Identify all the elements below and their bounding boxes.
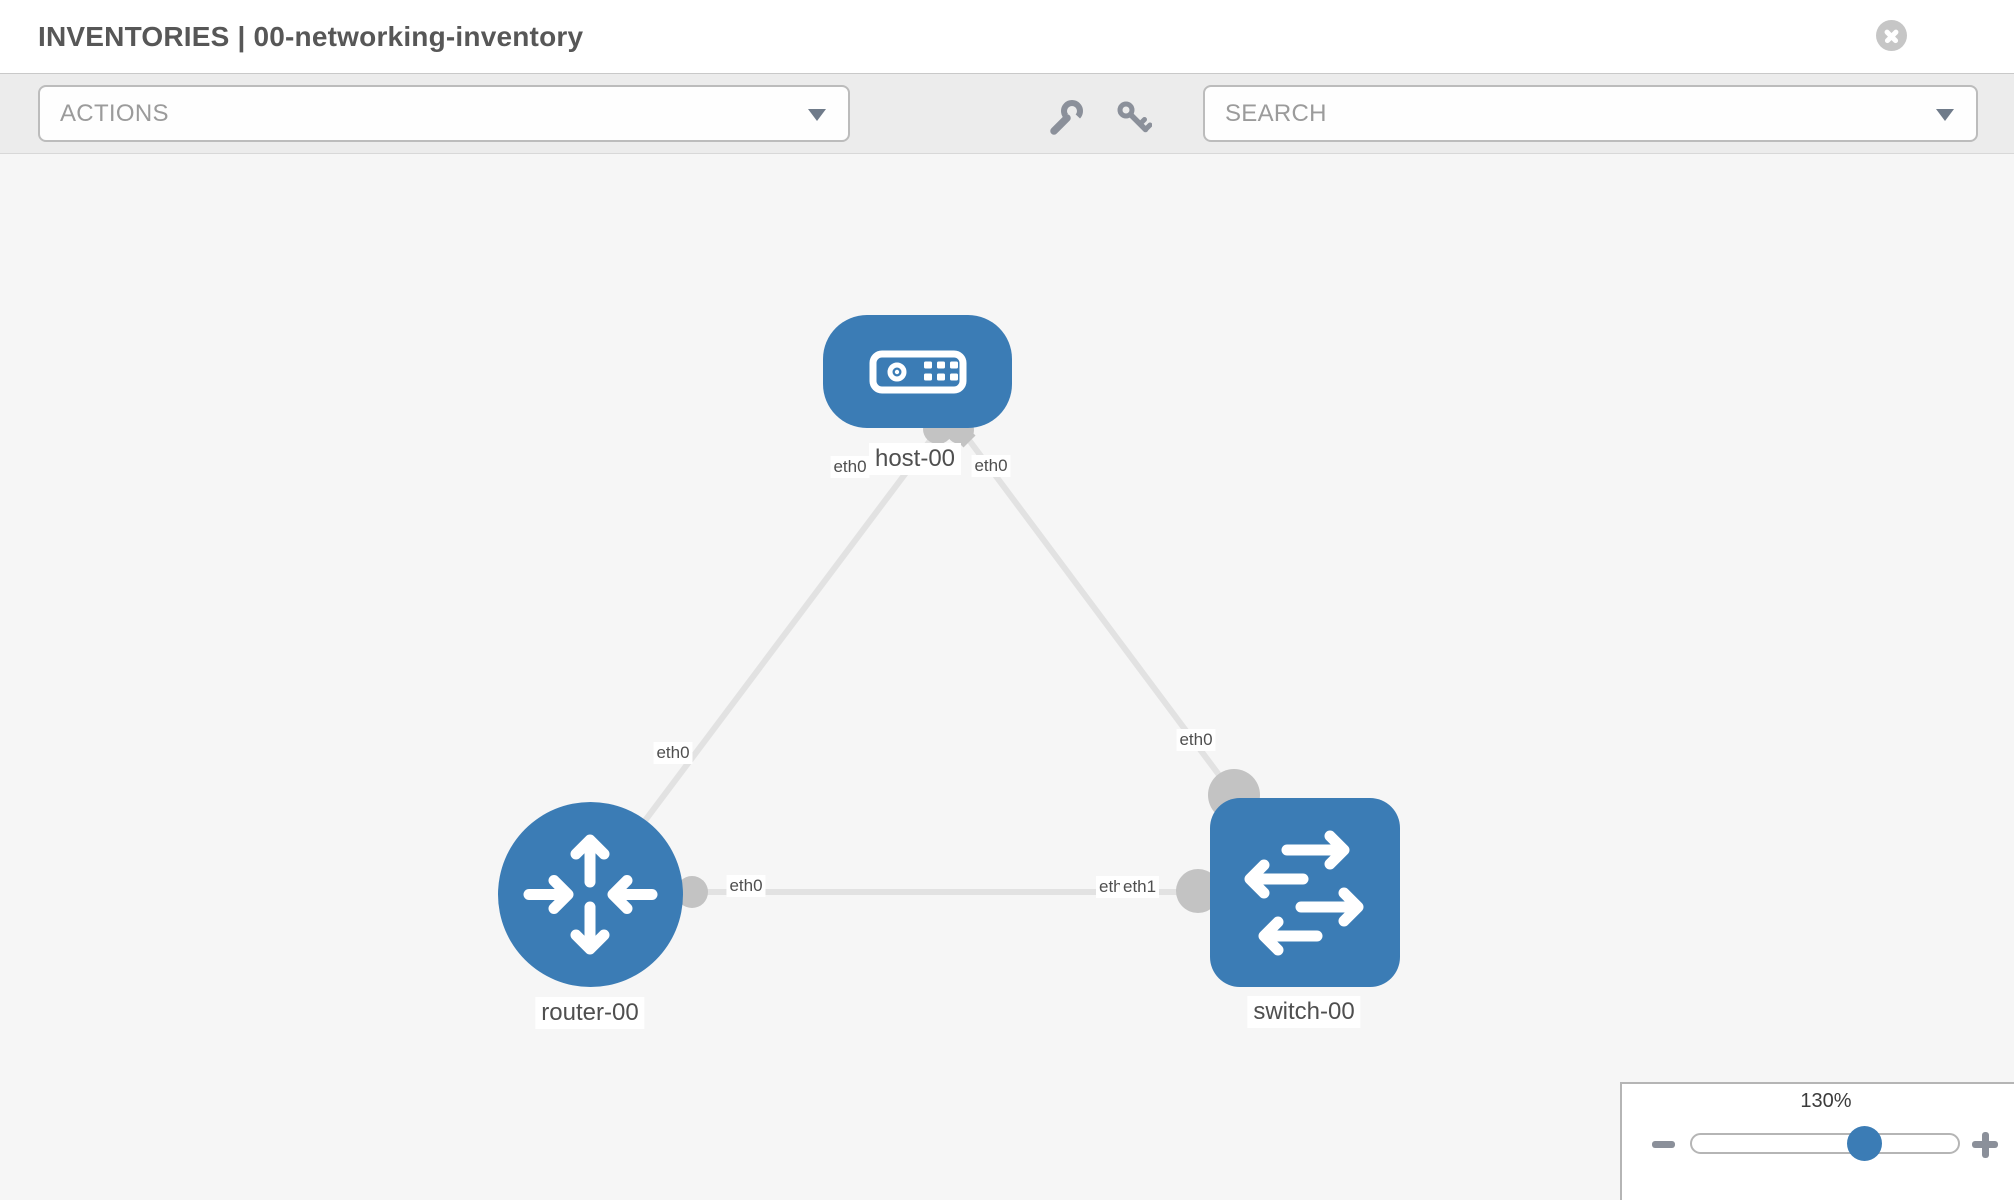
zoom-slider-knob[interactable]	[1847, 1126, 1882, 1161]
panel-header: INVENTORIES | 00-networking-inventory	[0, 0, 2014, 73]
link-host-router	[587, 427, 941, 897]
endpoint-dot	[676, 876, 708, 908]
interface-label: eth0	[653, 742, 693, 764]
zoom-control-panel: 130%	[1620, 1082, 2014, 1200]
node-router[interactable]	[498, 802, 683, 987]
zoom-level-value: 130%	[1800, 1090, 1852, 1112]
toolbar: ACTIONS SEARCH	[0, 73, 2014, 154]
actions-dropdown[interactable]: ACTIONS	[38, 85, 850, 142]
minus-icon	[1652, 1141, 1675, 1148]
actions-dropdown-label: ACTIONS	[60, 100, 169, 127]
search-dropdown-label: SEARCH	[1225, 100, 1327, 127]
switch-icon	[1244, 830, 1364, 956]
close-button[interactable]	[1876, 20, 1907, 51]
endpoint-dot	[1176, 869, 1220, 913]
zoom-out-button[interactable]	[1650, 1130, 1678, 1158]
key-icon[interactable]	[1116, 100, 1152, 136]
switch-node-label: switch-00	[1247, 996, 1361, 1028]
page-title: INVENTORIES | 00-networking-inventory	[38, 21, 584, 52]
chevron-down-icon	[1936, 109, 1954, 121]
node-switch[interactable]	[1210, 798, 1400, 987]
host-icon	[869, 350, 967, 394]
interface-label: eth0	[1176, 729, 1216, 751]
interface-label: eth0	[726, 875, 766, 897]
router-icon	[523, 834, 658, 955]
interface-label: eth1	[1120, 876, 1160, 898]
node-host[interactable]	[823, 315, 1012, 428]
zoom-slider-track[interactable]	[1690, 1133, 1960, 1154]
search-dropdown[interactable]: SEARCH	[1203, 85, 1978, 142]
zoom-in-button[interactable]	[1971, 1130, 1999, 1158]
router-node-label: router-00	[535, 997, 645, 1029]
links-layer	[587, 427, 1237, 897]
plus-icon	[1981, 1131, 1989, 1158]
interface-label: eth0	[830, 456, 870, 478]
wrench-icon[interactable]	[1048, 100, 1084, 136]
interface-label: eth0	[971, 455, 1011, 477]
chevron-down-icon	[808, 109, 826, 121]
host-node-label: host-00	[868, 443, 962, 475]
